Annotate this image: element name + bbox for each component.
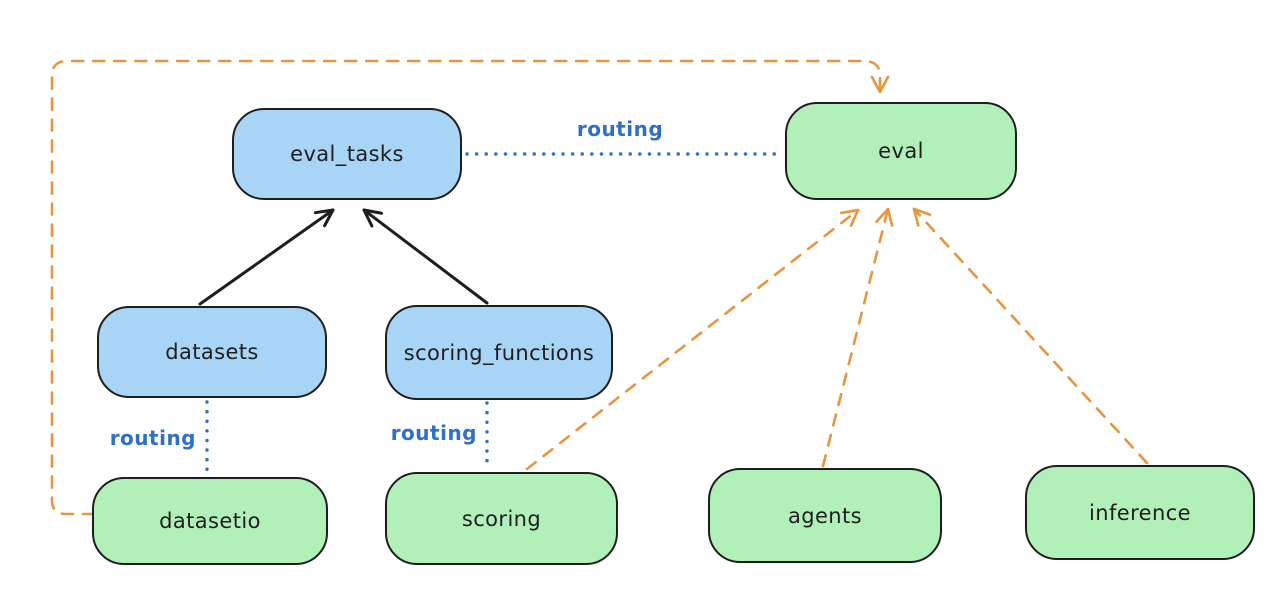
node-datasets: datasets bbox=[97, 306, 327, 398]
node-datasets-label: datasets bbox=[165, 340, 259, 364]
node-scoring: scoring bbox=[385, 472, 618, 565]
node-scoring-label: scoring bbox=[461, 506, 542, 531]
arrow-datasetio-to-eval bbox=[50, 59, 890, 516]
node-datasetio: datasetio bbox=[92, 477, 328, 565]
arrow-scoring-to-eval bbox=[525, 208, 860, 471]
node-eval-tasks: eval_tasks bbox=[232, 108, 462, 200]
routing-label-eval-tasks-eval: routing bbox=[577, 117, 663, 141]
arrow-datasets-to-eval-tasks bbox=[198, 208, 335, 306]
routing-label-datasets-datasetio: routing bbox=[110, 426, 196, 450]
node-eval-tasks-label: eval_tasks bbox=[290, 142, 404, 166]
node-datasetio-label: datasetio bbox=[159, 509, 261, 533]
node-eval-label: eval bbox=[878, 139, 924, 163]
node-agents: agents bbox=[708, 468, 942, 563]
node-inference-label: inference bbox=[1089, 500, 1191, 525]
node-agents-label: agents bbox=[787, 503, 862, 528]
arrow-inference-to-eval bbox=[912, 207, 1149, 465]
arrow-agents-to-eval bbox=[821, 207, 894, 468]
routing-label-scoring-functions-scoring: routing bbox=[391, 421, 477, 445]
node-inference: inference bbox=[1025, 465, 1255, 560]
node-eval: eval bbox=[785, 102, 1017, 200]
node-scoring-functions-label: scoring_functions bbox=[403, 340, 595, 365]
node-scoring-functions: scoring_functions bbox=[385, 305, 613, 400]
arrow-scoring-functions-to-eval-tasks bbox=[362, 208, 489, 305]
